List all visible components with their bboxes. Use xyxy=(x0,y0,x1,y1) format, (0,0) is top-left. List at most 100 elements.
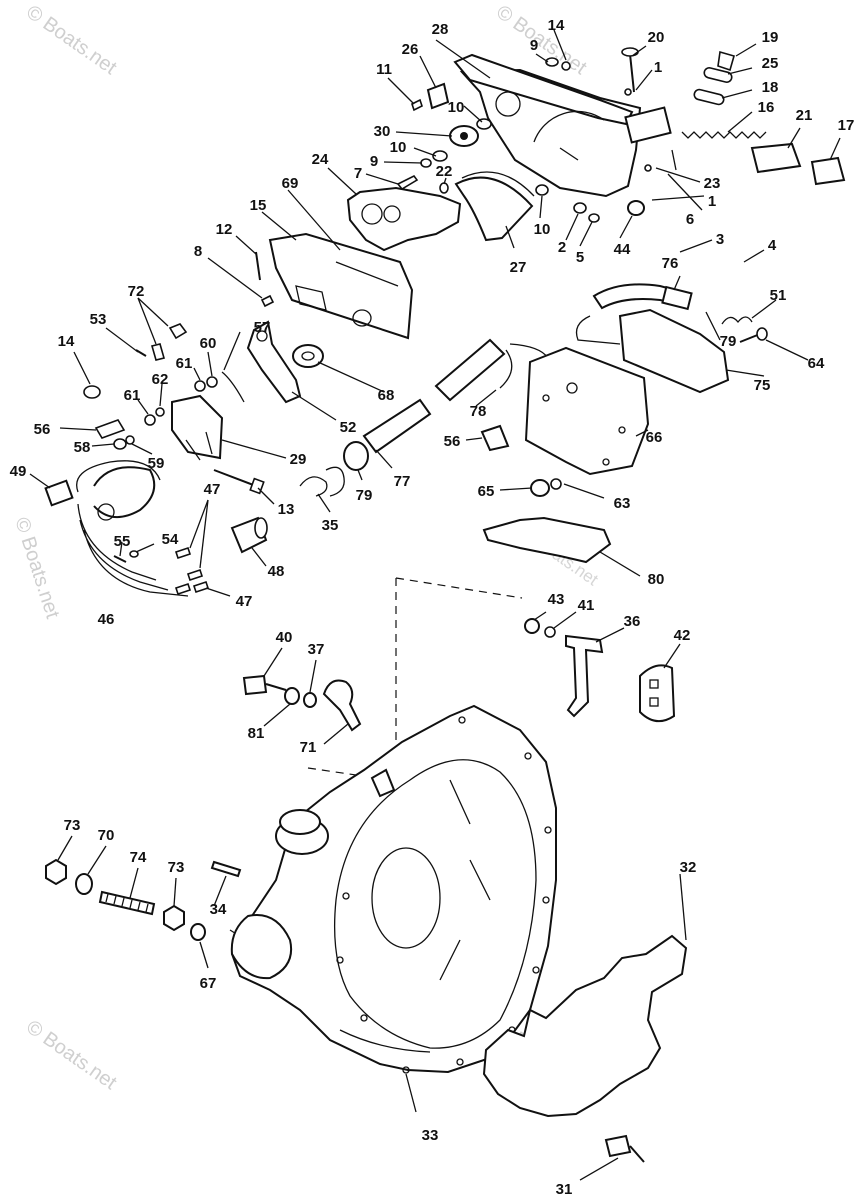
plate-15-hole xyxy=(352,309,372,327)
callout-63: 63 xyxy=(614,495,631,512)
bracket-36 xyxy=(565,634,604,718)
leader-line xyxy=(29,473,51,489)
leader-line xyxy=(193,367,201,381)
leader-line xyxy=(505,225,515,249)
leader-line xyxy=(207,257,263,299)
cover-gasket-32 xyxy=(482,934,688,1118)
leader-line xyxy=(595,627,625,643)
leader-line xyxy=(261,211,297,241)
stud-34 xyxy=(210,860,242,878)
part-drawings xyxy=(44,47,846,1163)
lever-52 xyxy=(246,320,302,404)
cover-plate-24 xyxy=(346,186,462,252)
leader-line xyxy=(751,299,777,319)
bracket-26 xyxy=(426,82,450,110)
callout-72: 72 xyxy=(128,283,145,300)
leader-line xyxy=(673,275,681,291)
leader-line xyxy=(327,167,357,195)
harness-loop xyxy=(93,466,156,518)
callout-12: 12 xyxy=(216,221,233,238)
leader-line xyxy=(579,1157,619,1181)
leader-line xyxy=(235,235,257,255)
washer-41 xyxy=(544,626,556,638)
callout-34: 34 xyxy=(210,901,227,918)
washer-70 xyxy=(75,873,93,895)
leader-line xyxy=(735,43,757,57)
pin-12 xyxy=(255,251,261,281)
terminal xyxy=(174,582,192,596)
callout-56: 56 xyxy=(444,433,461,450)
leader-line xyxy=(635,429,649,437)
callout-43: 43 xyxy=(548,591,565,608)
callout-53: 53 xyxy=(90,311,107,328)
leader-line xyxy=(655,167,701,183)
washer-37 xyxy=(303,692,317,708)
callout-6: 6 xyxy=(686,211,694,228)
leader-line xyxy=(223,331,241,371)
callout-27: 27 xyxy=(510,259,527,276)
callout-60: 60 xyxy=(200,335,217,352)
callout-36: 36 xyxy=(624,613,641,630)
callout-1: 1 xyxy=(654,59,662,76)
leader-line xyxy=(199,941,209,969)
callout-41: 41 xyxy=(578,597,595,614)
screw-64-head xyxy=(756,327,768,341)
clip-18 xyxy=(693,88,725,106)
leader-line xyxy=(465,437,483,441)
bolt-40-shank xyxy=(265,683,287,691)
leader-line xyxy=(765,339,809,361)
washer-67 xyxy=(190,923,206,941)
leader-line xyxy=(443,177,447,185)
leader-line xyxy=(383,161,423,164)
callout-26: 26 xyxy=(402,41,419,58)
callout-68: 68 xyxy=(378,387,395,404)
callout-28: 28 xyxy=(432,21,449,38)
terminal xyxy=(186,568,204,582)
callout-44: 44 xyxy=(614,241,631,258)
leader-line xyxy=(721,89,753,99)
alignment-line xyxy=(395,577,523,599)
callout-77: 77 xyxy=(394,473,411,490)
callout-7: 7 xyxy=(354,165,362,182)
leader-line xyxy=(263,647,283,677)
washer-59 xyxy=(125,435,135,445)
spring-clip-35 xyxy=(299,466,345,497)
leader-line xyxy=(263,703,291,727)
leader-line xyxy=(59,427,97,431)
leader-line xyxy=(159,383,163,407)
leader-line xyxy=(395,131,453,137)
callout-49: 49 xyxy=(10,463,27,480)
callout-65: 65 xyxy=(478,483,495,500)
screw-20-head xyxy=(621,47,639,57)
screw-7 xyxy=(396,174,419,191)
leader-line xyxy=(119,541,123,557)
leader-line xyxy=(365,173,399,185)
plate-hole xyxy=(618,426,626,434)
leader-line xyxy=(91,443,115,447)
callout-62: 62 xyxy=(152,371,169,388)
leader-line xyxy=(599,551,641,577)
harness-loop-outer xyxy=(76,460,161,493)
callout-74: 74 xyxy=(130,849,147,866)
callout-79: 79 xyxy=(720,333,737,350)
callout-10: 10 xyxy=(448,99,465,116)
housing-quadrant xyxy=(533,110,605,143)
clip-19 xyxy=(717,50,735,72)
leader-line xyxy=(535,53,549,63)
callout-30: 30 xyxy=(374,123,391,140)
callout-10: 10 xyxy=(390,139,407,156)
leader-line xyxy=(137,399,149,415)
clip-72a xyxy=(168,323,188,340)
callout-13: 13 xyxy=(278,501,295,518)
nut-14 xyxy=(83,385,101,399)
plate-hole xyxy=(566,382,578,394)
callout-46: 46 xyxy=(98,611,115,628)
housing-inner-rim xyxy=(333,759,537,1049)
clamp-71 xyxy=(322,679,362,732)
callout-24: 24 xyxy=(312,151,329,168)
callout-51: 51 xyxy=(770,287,787,304)
leader-line xyxy=(405,1073,417,1113)
clip-72b xyxy=(151,343,165,361)
washer-81 xyxy=(284,687,300,705)
callout-58: 58 xyxy=(74,439,91,456)
